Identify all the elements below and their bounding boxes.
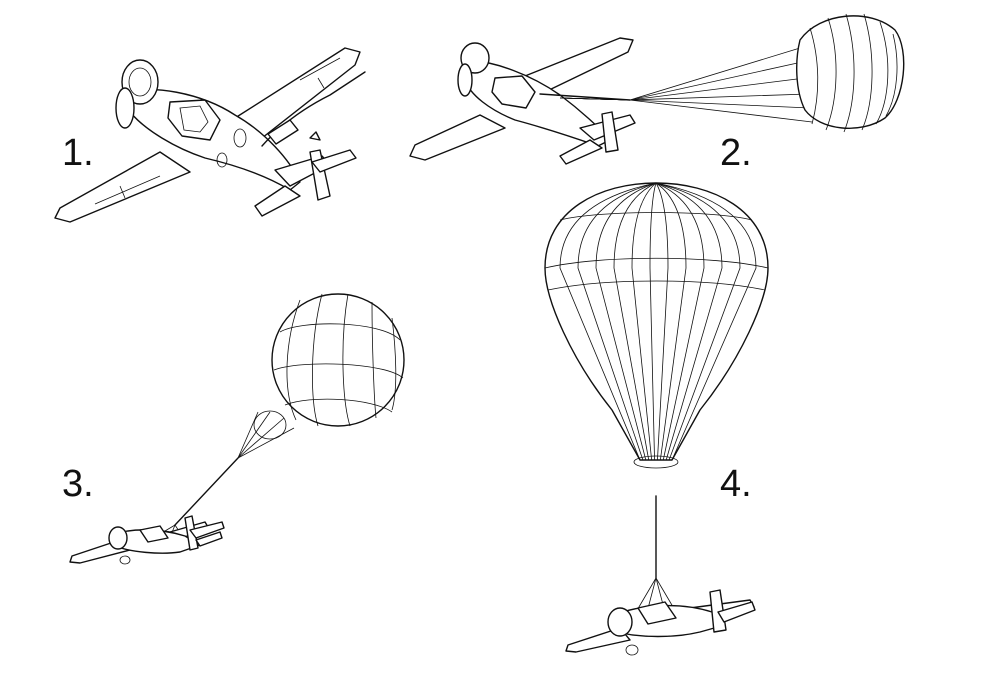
step-4-gore-line (655, 182, 669, 461)
step-4-parachute (544, 182, 769, 469)
step-3-riser-lines (149, 411, 295, 551)
step-4-gore-line (559, 182, 657, 461)
step-2-parachute (796, 13, 905, 133)
step-4-gore-line (649, 182, 657, 461)
step-4-airplane (565, 589, 756, 656)
step-4-gore-line (655, 182, 757, 461)
step-3-parachute (253, 293, 405, 440)
step-1-h-stabilizer-lower (254, 185, 301, 217)
step-3-airplane (69, 515, 225, 565)
step-4-gore-line (595, 182, 657, 461)
step-2-vertical-fin (601, 111, 619, 153)
step-1-hatch (267, 119, 299, 145)
step-label-2: 2. (720, 132, 752, 174)
step-4-gore-line (655, 182, 723, 461)
step-4-gore-line (577, 182, 657, 461)
step-4-gore-line (631, 182, 657, 461)
step-1-right-wing (234, 47, 361, 139)
step-2-canopy (491, 75, 536, 109)
step-2-riser-lines (539, 47, 813, 123)
step-4-gore-line (655, 182, 687, 461)
step-4-suspension-lines (635, 495, 677, 617)
step-2-left-wing (409, 114, 506, 161)
step-3-assembly (69, 293, 405, 565)
step-4-assembly (544, 182, 769, 656)
step-label-1: 1. (62, 132, 94, 174)
step-4-gore-lines (559, 182, 757, 461)
step-2-airplane (409, 13, 905, 165)
step-1-canopy (167, 99, 221, 141)
step-4-gore-line (655, 182, 741, 461)
step-label-3: 3. (62, 463, 94, 505)
step-1-airplane (54, 47, 366, 223)
step-1-left-wing (54, 151, 191, 223)
step-4-gore-line (655, 182, 705, 461)
step-label-4: 4. (720, 463, 752, 505)
step-4-gore-line (613, 182, 657, 461)
